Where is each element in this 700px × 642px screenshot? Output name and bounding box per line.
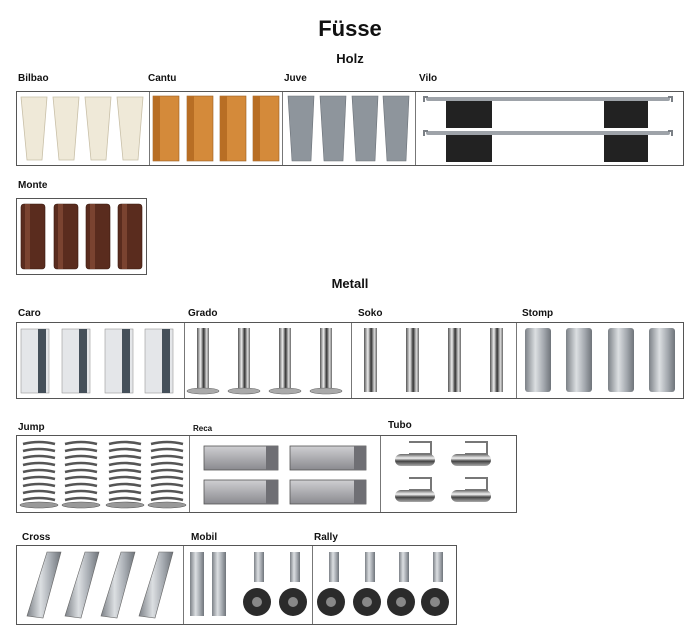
holz-row-2 bbox=[16, 198, 147, 275]
tubo-legs-image bbox=[395, 441, 491, 502]
label-cross: Cross bbox=[22, 532, 51, 543]
divider bbox=[380, 436, 381, 512]
divider bbox=[184, 323, 185, 398]
label-reca: Reca bbox=[193, 424, 213, 433]
divider bbox=[189, 436, 190, 512]
label-caro: Caro bbox=[18, 308, 41, 319]
label-jump: Jump bbox=[18, 422, 45, 433]
label-mobil: Mobil bbox=[191, 532, 218, 543]
metall-row-2 bbox=[16, 435, 517, 513]
vilo-rails-image bbox=[423, 96, 673, 162]
label-juve: Juve bbox=[284, 73, 307, 84]
metall-row-1 bbox=[16, 322, 684, 399]
caro-legs-image bbox=[20, 328, 174, 394]
soko-legs-image bbox=[364, 328, 503, 392]
divider bbox=[516, 323, 517, 398]
label-tubo: Tubo bbox=[388, 420, 412, 431]
section-metall: Metall bbox=[331, 276, 369, 291]
label-grado: Grado bbox=[188, 308, 218, 319]
divider bbox=[282, 92, 283, 165]
divider bbox=[351, 323, 352, 398]
grado-legs-image bbox=[186, 328, 343, 395]
rally-casters-image bbox=[317, 552, 449, 616]
label-vilo: Vilo bbox=[419, 73, 438, 84]
divider bbox=[415, 92, 416, 165]
cantu-legs-image bbox=[152, 95, 280, 162]
section-holz: Holz bbox=[336, 51, 364, 66]
label-rally: Rally bbox=[314, 532, 338, 543]
mobil-legs-image bbox=[190, 552, 307, 616]
juve-legs-image bbox=[287, 95, 410, 162]
stomp-legs-image bbox=[525, 328, 675, 392]
page-title: Füsse bbox=[318, 16, 382, 41]
divider bbox=[149, 92, 150, 165]
monte-legs-image bbox=[20, 203, 143, 270]
divider bbox=[183, 546, 184, 624]
label-cantu: Cantu bbox=[148, 73, 177, 84]
holz-row-1 bbox=[16, 91, 684, 166]
label-bilbao: Bilbao bbox=[18, 73, 49, 84]
metall-row-3 bbox=[16, 545, 457, 625]
label-monte: Monte bbox=[18, 180, 48, 191]
label-soko: Soko bbox=[358, 308, 383, 319]
label-stomp: Stomp bbox=[522, 308, 554, 319]
reca-feet-image bbox=[203, 445, 367, 505]
jump-springs-image bbox=[19, 440, 187, 509]
cross-legs-image bbox=[26, 551, 174, 619]
bilbao-legs-image bbox=[20, 96, 144, 161]
divider bbox=[312, 546, 313, 624]
